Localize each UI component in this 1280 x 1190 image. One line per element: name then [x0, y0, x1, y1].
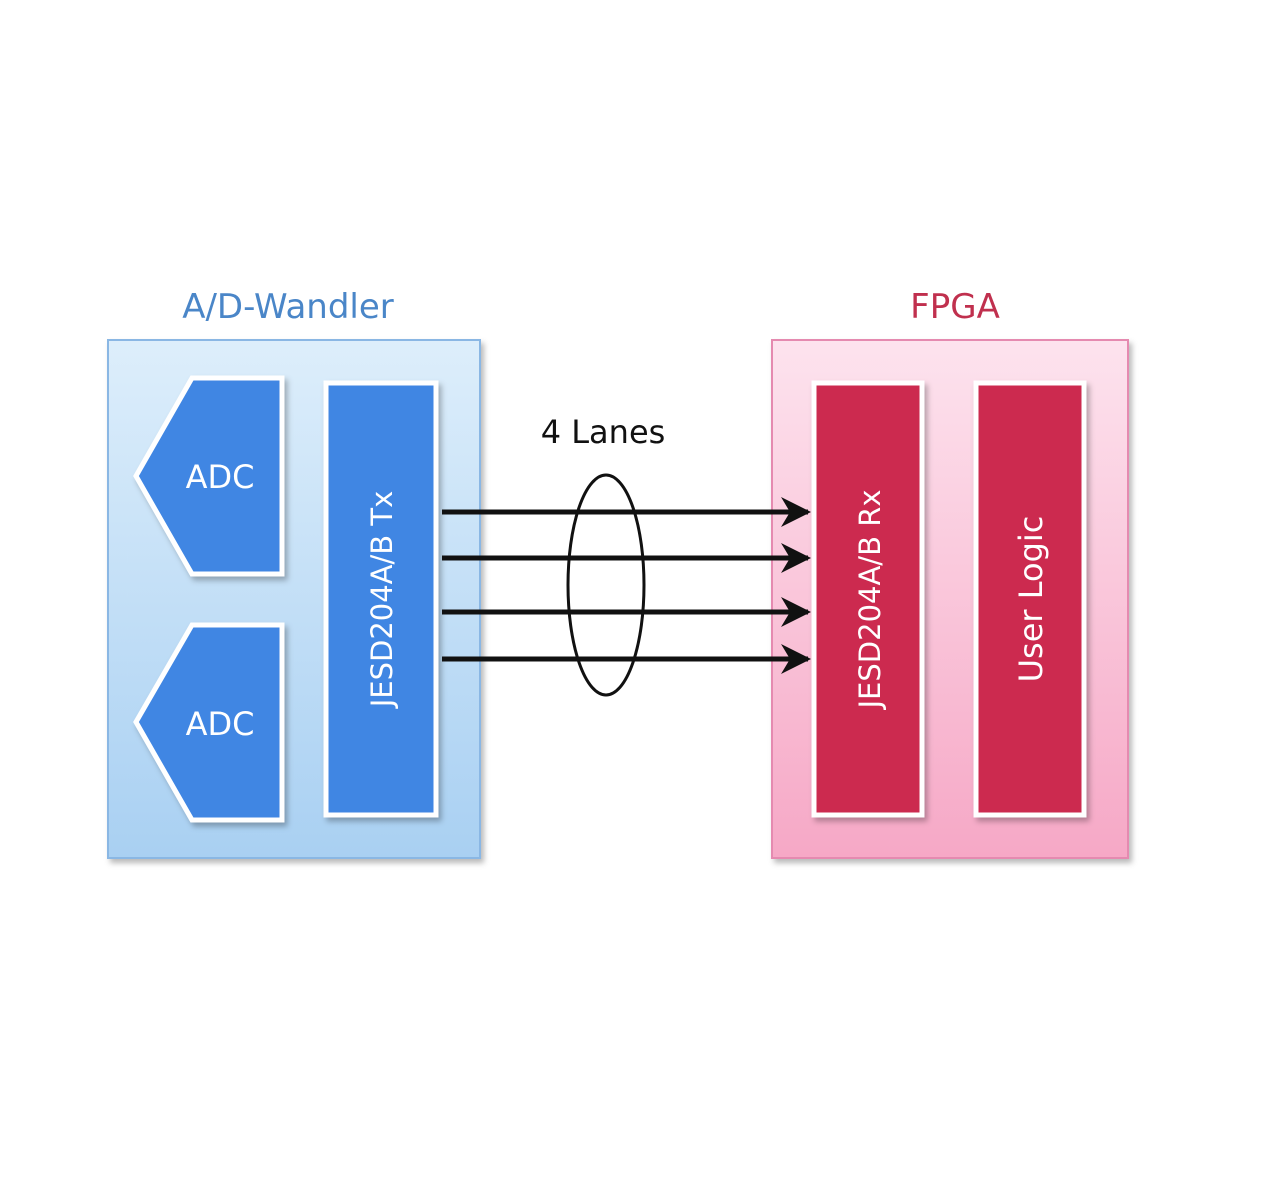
adc-chip-title: A/D-Wandler — [182, 287, 394, 327]
adc-block-2-shape — [133, 622, 285, 823]
adc-chip: ADC ADC JESD204A/B Tx — [107, 339, 481, 859]
adc-block-2-label: ADC — [186, 705, 255, 743]
jesd-tx-block-label: JESD204A/B Tx — [365, 491, 399, 710]
user-logic-block-label: User Logic — [1012, 516, 1050, 683]
fpga-chip-title: FPGA — [910, 287, 1000, 327]
jesd-tx-block-shape — [323, 380, 439, 818]
adc-block-1-label: ADC — [186, 458, 255, 496]
adc-block-1-shape — [133, 375, 285, 577]
adc-block-2: ADC — [133, 622, 285, 823]
adc-block-1: ADC — [133, 375, 285, 577]
lane-count-label: 4 Lanes — [541, 413, 666, 451]
fpga-chip: JESD204A/B Rx User Logic — [771, 339, 1129, 859]
jesd-tx-block: JESD204A/B Tx — [323, 380, 439, 818]
jesd-rx-block-shape — [811, 380, 925, 818]
user-logic-block-shape — [973, 380, 1087, 818]
jesd-rx-block: JESD204A/B Rx — [811, 380, 925, 818]
jesd-rx-block-label: JESD204A/B Rx — [853, 489, 887, 710]
user-logic-block: User Logic — [973, 380, 1087, 818]
lane-bundle-ellipse — [566, 473, 646, 697]
lanes — [442, 497, 811, 674]
